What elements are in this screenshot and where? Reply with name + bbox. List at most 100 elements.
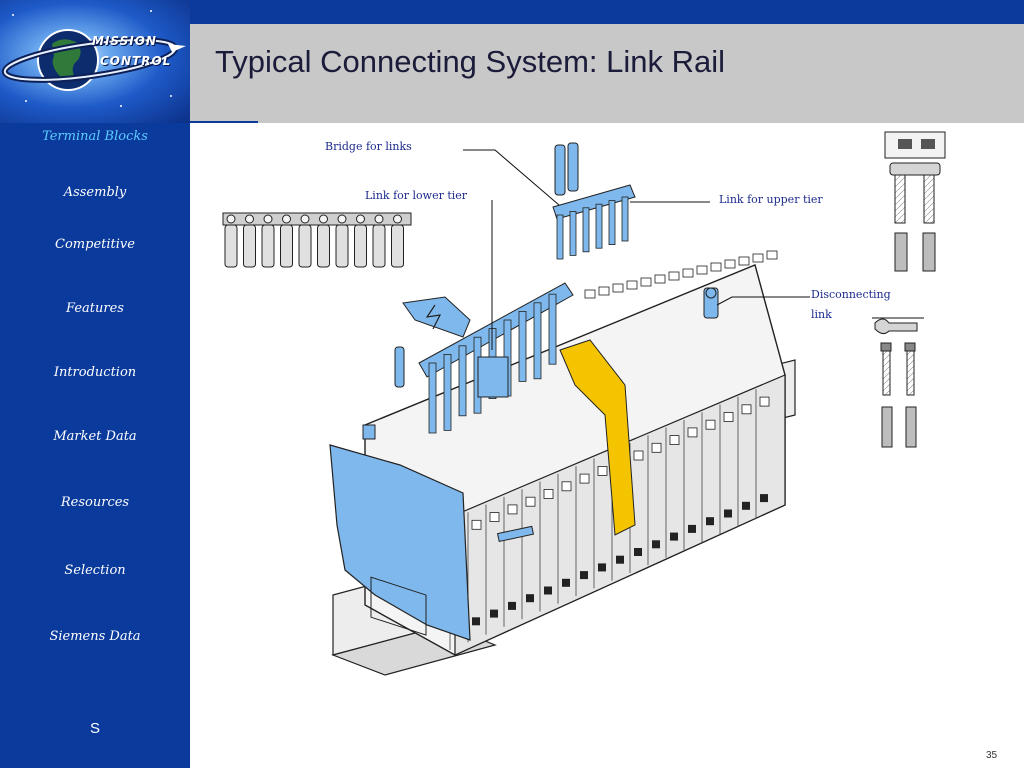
nav-item-introduction[interactable]: Introduction <box>53 365 137 380</box>
strip-pin-head <box>282 214 291 224</box>
screw-hole <box>633 450 644 461</box>
top-screw <box>752 253 764 263</box>
nav-item-market-data[interactable]: Market Data <box>53 429 137 444</box>
nav-item-siemens-data[interactable]: Siemens Data <box>49 629 141 644</box>
screw-hole <box>543 489 554 499</box>
screw-parts-upper <box>884 131 946 272</box>
label-link-for-upper-tier: Link for upper tier <box>719 193 823 206</box>
screw-hole <box>687 427 698 438</box>
link-strip-image <box>222 212 412 268</box>
nav-item-features[interactable]: Features <box>66 301 124 316</box>
top-screw <box>640 277 652 287</box>
wire-entry <box>616 555 624 564</box>
top-screw <box>710 262 722 272</box>
label-bridge-for-links: Bridge for links <box>325 140 412 153</box>
yellow-partition <box>559 339 636 536</box>
lower-link-tooth <box>548 293 557 365</box>
strip-pin-head <box>393 214 402 224</box>
screw-hole <box>597 465 608 476</box>
bridge-pins <box>554 142 579 196</box>
strip-pin-head <box>245 214 254 224</box>
screw-hole <box>669 435 680 446</box>
screw-hole <box>705 419 716 430</box>
top-screw <box>598 286 610 296</box>
top-screw <box>766 250 778 260</box>
wire-entry <box>526 594 534 603</box>
upper-link-tooth <box>608 200 616 245</box>
strip-pin <box>391 224 404 268</box>
screw-hole <box>507 504 518 515</box>
sidebar: MISSION CONTROL Terminal Blocks Assembly… <box>0 0 190 768</box>
globe-icon <box>1 29 186 91</box>
strip-pin <box>224 224 238 268</box>
wire-entry <box>760 494 768 503</box>
strip-pin-head <box>374 214 384 224</box>
strip-pin <box>298 224 312 268</box>
nav-item-resources[interactable]: Resources <box>60 495 130 510</box>
strip-pin <box>335 224 349 268</box>
screw-hole <box>561 481 572 492</box>
lower-link-tooth <box>443 353 452 431</box>
top-screw <box>738 256 750 266</box>
lower-link-tooth <box>428 362 437 434</box>
top-screw <box>612 283 624 293</box>
wire-entry <box>724 509 732 518</box>
wire-entry <box>652 540 660 549</box>
cover-piece <box>402 296 471 338</box>
wire-entry <box>634 548 642 556</box>
label-disconnecting-link: link <box>811 308 832 321</box>
top-screw <box>696 265 708 275</box>
top-screw <box>668 271 680 281</box>
top-screw <box>626 280 638 290</box>
lower-tier-link <box>418 282 574 434</box>
screw-parts-lower <box>874 318 918 448</box>
top-screw <box>682 268 694 278</box>
page-title: Typical Connecting System: Link Rail <box>215 44 726 79</box>
top-screw <box>724 259 736 269</box>
nav-item-terminal-blocks[interactable]: Terminal Blocks <box>42 129 148 144</box>
lower-link-tooth <box>533 302 542 380</box>
strip-pin <box>354 224 367 268</box>
top-screw <box>584 289 596 299</box>
screw-hole <box>579 473 590 484</box>
label-disconnecting: Disconnecting <box>811 288 891 301</box>
wire-entry <box>598 563 606 572</box>
nav-item-assembly[interactable]: Assembly <box>63 185 127 200</box>
strip-pin <box>243 224 256 268</box>
logo-text-control: CONTROL <box>100 54 172 68</box>
disconnecting-link-part <box>703 287 719 319</box>
strip-pin <box>317 224 330 268</box>
strip-pin-head <box>300 214 310 224</box>
title-band <box>190 24 1024 123</box>
upper-link-tooth <box>556 214 564 260</box>
strip-pin <box>372 224 386 268</box>
strip-pin <box>261 224 275 268</box>
strip-pin-head <box>319 214 328 224</box>
upper-link-tooth <box>621 196 629 242</box>
strip-pin-head <box>226 214 236 224</box>
lower-link-tooth <box>518 310 527 382</box>
strip-pin <box>280 224 293 268</box>
nav-item-competitive[interactable]: Competitive <box>55 237 135 252</box>
end-plate <box>329 444 471 641</box>
screw-hole <box>525 496 536 507</box>
screw-hole <box>723 412 734 422</box>
lower-link-tooth <box>458 345 467 417</box>
screw-hole <box>759 396 770 407</box>
nav-item-selection[interactable]: Selection <box>64 563 126 578</box>
link-rail-diagram: Bridge for links Link for lower tier Lin… <box>222 131 946 676</box>
wire-entry <box>490 609 498 618</box>
page-number: 35 <box>986 750 998 761</box>
wire-entry <box>580 571 588 580</box>
logo-text-mission: MISSION <box>92 34 157 48</box>
sidebar-footer-mark: S <box>89 720 100 737</box>
screw-hole <box>471 519 482 530</box>
upper-tier-link <box>552 184 636 260</box>
single-pin <box>394 346 405 388</box>
wire-entry <box>544 586 552 595</box>
upper-link-tooth <box>582 207 590 253</box>
upper-link-tooth <box>595 203 603 249</box>
upper-link-tooth <box>569 211 577 256</box>
wire-entry <box>688 524 696 533</box>
wire-entry <box>742 501 750 510</box>
